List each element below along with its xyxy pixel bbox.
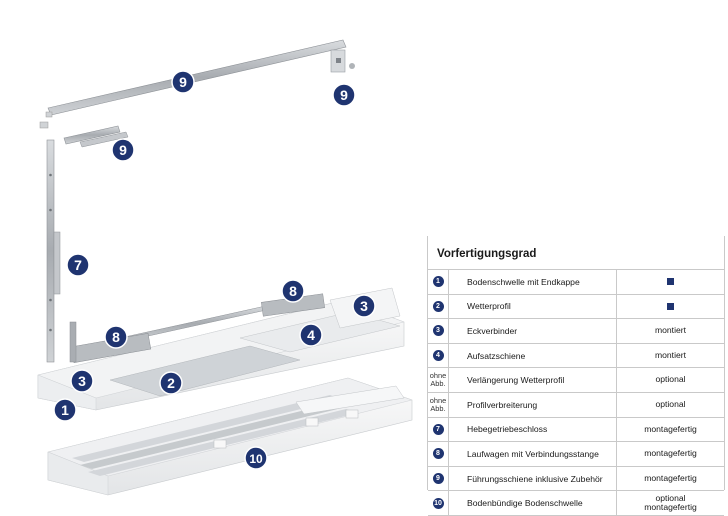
legend-row: 2 Wetterprofil	[428, 294, 724, 320]
callout-marker: 4	[299, 323, 323, 347]
legend-status: montagefertig	[644, 448, 697, 459]
callout-marker: 8	[281, 279, 305, 303]
legend-status: montagefertig	[644, 472, 697, 483]
legend-number-cell: 8	[428, 442, 449, 466]
legend-number-cell: ohne Abb.	[428, 392, 449, 417]
lift-gear-lock	[46, 139, 61, 363]
legend-status: optional	[655, 399, 686, 410]
callout-circle	[53, 398, 77, 422]
callout-marker: 7	[66, 253, 90, 277]
legend-status: optional montagefertig	[644, 492, 697, 513]
callout-marker: 9	[332, 83, 356, 107]
callout-circle	[104, 325, 128, 349]
legend-component-name: Bodenschwelle mit Endkappe	[449, 270, 617, 294]
legend-number-badge: 8	[432, 448, 444, 460]
callout-marker: 10	[244, 446, 268, 470]
prefabrication-legend: Vorfertigungsgrad 1 Bodenschwelle mit End…	[427, 236, 725, 516]
legend-row: 4 Aufsatzschiene montiert	[428, 343, 724, 369]
legend-status	[617, 295, 724, 319]
legend-number-cell: 1	[428, 270, 449, 294]
callout-marker: 3	[352, 294, 376, 318]
legend-number-badge: 7	[432, 423, 444, 435]
legend-component-name: Bodenbündige Bodenschwelle	[449, 491, 617, 515]
callout-circle	[111, 138, 135, 162]
callout-label: 9	[119, 142, 127, 158]
callout-circle	[281, 279, 305, 303]
callout-circle	[159, 371, 183, 395]
legend-number-badge: 3	[432, 325, 444, 337]
included-square-icon	[667, 278, 674, 286]
callout-label: 3	[360, 298, 368, 314]
legend-number-cell: ohne Abb.	[428, 368, 449, 392]
legend-number-badge: 4	[432, 350, 444, 362]
callout-label: 10	[249, 452, 263, 466]
legend-number-badge: 10	[432, 497, 444, 509]
legend-component-name: Verlängerung Wetterprofil	[449, 368, 617, 392]
legend-number-cell: 4	[428, 343, 449, 368]
callout-label: 2	[167, 375, 175, 391]
legend-row: 3 Eckverbinder montiert	[428, 319, 724, 344]
legend-component-name: Wetterprofil	[449, 294, 617, 319]
legend-component-name: Führungsschiene inklusive Zubehör	[449, 466, 617, 491]
legend-number-cell: 9	[428, 466, 449, 491]
callout-circle	[352, 294, 376, 318]
callout-label: 8	[289, 283, 297, 299]
legend-row: 9 Führungsschiene inklusive Zubehör montag…	[428, 466, 724, 492]
legend-status: montiert	[654, 325, 687, 336]
exploded-assembly-diagram: 9 9 9 7 8 8 3 3 4 2 1 10	[37, 39, 413, 496]
callout-label: 4	[307, 327, 315, 343]
legend-status	[617, 270, 724, 294]
legend-row: 10 Bodenbündige Bodenschwelle optional mon…	[428, 491, 724, 516]
callout-circle	[244, 446, 268, 470]
callout-label: 3	[78, 373, 86, 389]
legend-number-badge: 2	[432, 300, 444, 312]
callout-markers: 9 9 9 7 8 8 3 3 4 2 1 10	[53, 70, 376, 470]
legend-number-cell: 3	[428, 319, 449, 343]
flush-floor-sill	[47, 377, 413, 496]
callout-label: 8	[112, 329, 120, 345]
legend-number-badge: 1	[432, 276, 444, 288]
callout-marker: 8	[104, 325, 128, 349]
callout-label: 7	[74, 257, 82, 273]
legend-component-name: Profilverbreiterung	[449, 392, 617, 417]
callout-marker: 3	[70, 369, 94, 393]
guide-rail-segment	[63, 125, 129, 148]
legend-row: 1 Bodenschwelle mit Endkappe	[428, 270, 724, 295]
guide-rail-top	[39, 39, 355, 129]
callout-label: 9	[179, 74, 187, 90]
legend-component-name: Aufsatzschiene	[449, 343, 617, 368]
legend-row: 8 Laufwagen mit Verbindungsstange montagef…	[428, 442, 724, 467]
callout-marker: 1	[53, 398, 77, 422]
legend-status: montiert	[654, 349, 687, 360]
callout-marker: 9	[111, 138, 135, 162]
legend-component-name: Eckverbinder	[449, 319, 617, 343]
callout-circle	[171, 70, 195, 94]
legend-row: 7 Hebegetriebeschloss montagefertig	[428, 417, 724, 443]
carriage-connecting-rod	[69, 293, 325, 363]
callout-label: 9	[340, 87, 348, 103]
callout-marker: 2	[159, 371, 183, 395]
legend-number-badge: 9	[432, 473, 444, 485]
callout-marker: 9	[171, 70, 195, 94]
callout-circle	[299, 323, 323, 347]
callout-circle	[332, 83, 356, 107]
legend-row: ohne Abb.Verlängerung Wetterprofil option…	[428, 368, 724, 393]
legend-status: optional	[655, 374, 686, 385]
callout-label: 1	[61, 402, 69, 418]
legend-number-cell: 10	[428, 491, 449, 515]
included-square-icon	[667, 302, 674, 310]
callout-circle	[70, 369, 94, 393]
legend-title: Vorfertigungsgrad	[428, 236, 724, 270]
callout-circle	[66, 253, 90, 277]
legend-number-cell: 2	[428, 294, 449, 319]
legend-component-name: Hebegetriebeschloss	[449, 417, 617, 442]
legend-component-name: Laufwagen mit Verbindungsstange	[449, 442, 617, 466]
legend-no-figure-note: ohne Abb.	[429, 395, 447, 413]
legend-number-cell: 7	[428, 417, 449, 442]
legend-rows: 1 Bodenschwelle mit Endkappe 2 Wetterprofil…	[428, 270, 724, 516]
legend-row: ohne Abb.Profilverbreiterung optional	[428, 392, 724, 418]
legend-status: montagefertig	[644, 423, 697, 434]
legend-no-figure-note: ohne Abb.	[429, 371, 447, 389]
